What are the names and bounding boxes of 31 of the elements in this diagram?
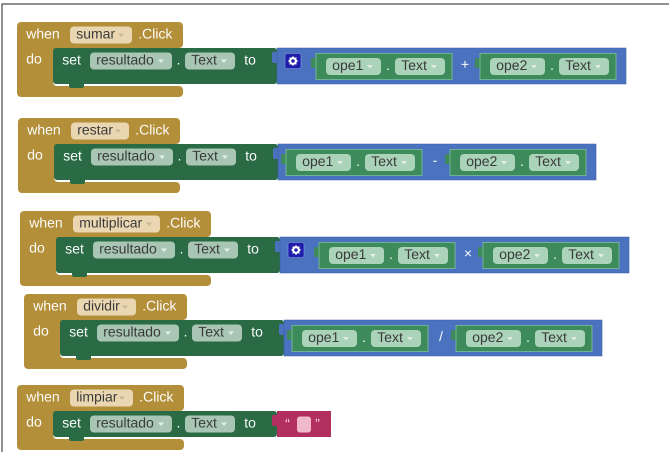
dropdown: resultado: [90, 416, 172, 432]
dropdown: restar: [71, 122, 129, 140]
dropdown: ope1: [329, 247, 384, 264]
dropdown: Text: [185, 416, 235, 432]
dropdown: ope1: [302, 330, 357, 347]
dropdown: dividir: [77, 298, 136, 316]
dropdown: ope2: [490, 58, 545, 75]
dropdown: Text: [188, 242, 238, 258]
dropdown: Text: [185, 52, 235, 70]
dropdown: ope2: [466, 330, 521, 347]
dropdown: multiplicar: [73, 216, 160, 232]
dropdown: Text: [529, 154, 579, 171]
dropdown: Text: [186, 148, 236, 166]
dropdown: ope1: [326, 58, 381, 75]
dropdown: ope2: [493, 247, 548, 264]
dropdown: resultado: [93, 242, 175, 258]
dropdown: Text: [365, 154, 415, 171]
dropdown: Text: [192, 324, 242, 342]
dropdown: ope2: [460, 154, 515, 171]
dropdown: resultado: [97, 324, 179, 342]
dropdown: ope1: [296, 154, 351, 171]
dropdown: Text: [371, 330, 421, 347]
dropdown: Text: [535, 330, 585, 347]
dropdown: Text: [559, 58, 609, 75]
dropdown: Text: [398, 247, 448, 264]
dropdown: Text: [395, 58, 445, 75]
dropdown: resultado: [91, 148, 173, 166]
dropdown: limpiar: [70, 390, 133, 406]
dropdown: Text: [562, 247, 612, 264]
dropdown: sumar: [70, 26, 132, 44]
dropdown: resultado: [90, 52, 172, 70]
